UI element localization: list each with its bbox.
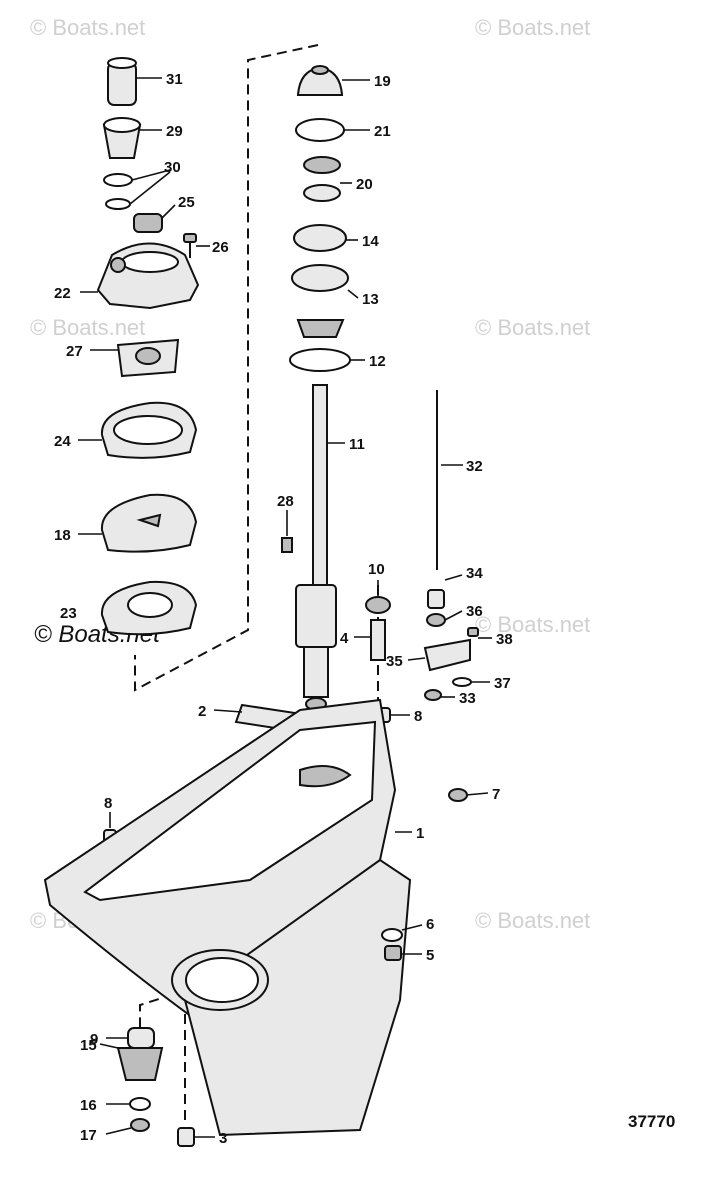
part-34-coupler bbox=[427, 589, 445, 609]
part-1-gear-housing bbox=[43, 698, 412, 1137]
part-5-drain-screw bbox=[384, 945, 402, 961]
callout-6: 6 bbox=[426, 916, 434, 933]
callout-5: 5 bbox=[426, 947, 434, 964]
watermark-bottom-right: © Boats.net bbox=[475, 908, 590, 933]
watermark-lower-right: © Boats.net bbox=[475, 612, 590, 637]
part-27-impeller bbox=[116, 338, 180, 378]
callout-1: 1 bbox=[416, 825, 424, 842]
callout-38: 38 bbox=[496, 631, 513, 648]
callout-7: 7 bbox=[492, 786, 500, 803]
callout-29: 29 bbox=[166, 123, 183, 140]
part-37-e-clip bbox=[452, 677, 472, 687]
callout-25: 25 bbox=[178, 194, 195, 211]
part-19-bearing-cup bbox=[296, 65, 344, 96]
part-20-bearing bbox=[303, 156, 341, 202]
part-35-coupler-block bbox=[423, 638, 471, 672]
callout-4: 4 bbox=[340, 630, 349, 647]
callout-20: 20 bbox=[356, 176, 373, 193]
part-9-bearing bbox=[127, 1027, 155, 1049]
callout-24: 24 bbox=[54, 433, 71, 450]
part-18-face-plate bbox=[100, 493, 198, 553]
part-14-retainer bbox=[293, 224, 347, 252]
callout-19: 19 bbox=[374, 73, 391, 90]
callout-12: 12 bbox=[369, 353, 386, 370]
part-31-sleeve bbox=[107, 57, 137, 106]
part-4-shift-shaft bbox=[370, 619, 386, 661]
callout-23: 23 bbox=[60, 605, 77, 622]
watermark-mid-right: © Boats.net bbox=[475, 315, 590, 340]
leader-lines bbox=[78, 77, 492, 1138]
callout-35: 35 bbox=[386, 653, 403, 670]
callout-21: 21 bbox=[374, 123, 391, 140]
part-38-screw bbox=[467, 627, 479, 637]
callout-33: 33 bbox=[459, 690, 476, 707]
callout-9: 9 bbox=[90, 1031, 98, 1048]
callout-10: 10 bbox=[368, 561, 385, 578]
callout-8-right: 8 bbox=[414, 708, 422, 725]
callout-37: 37 bbox=[494, 675, 511, 692]
watermark-mid-left: © Boats.net bbox=[30, 315, 145, 340]
callout-3: 3 bbox=[219, 1130, 227, 1147]
callout-18: 18 bbox=[54, 527, 71, 544]
part-16-washer bbox=[129, 1097, 151, 1111]
part-29-liner bbox=[102, 117, 142, 159]
part-13-bearing-race bbox=[291, 264, 349, 338]
part-26-screw bbox=[183, 233, 197, 258]
callout-15: 15 bbox=[80, 1037, 97, 1054]
part-25-seal bbox=[133, 213, 163, 233]
part-28-key bbox=[281, 537, 293, 553]
part-7-plug bbox=[448, 788, 468, 802]
part-24-gasket bbox=[100, 401, 198, 459]
callout-26: 26 bbox=[212, 239, 229, 256]
callout-22: 22 bbox=[54, 285, 71, 302]
part-17-nut bbox=[130, 1118, 150, 1132]
callouts: 31 29 30 25 26 22 27 24 18 23 19 21 20 1… bbox=[54, 71, 513, 1147]
watermark-top-right: © Boats.net bbox=[475, 15, 590, 40]
callout-16: 16 bbox=[80, 1097, 97, 1114]
part-21-ring bbox=[295, 118, 345, 142]
part-15-pinion-gear bbox=[116, 1047, 164, 1081]
callout-13: 13 bbox=[362, 291, 379, 308]
part-23-gasket bbox=[100, 580, 198, 636]
callout-31: 31 bbox=[166, 71, 183, 88]
part-33-washer bbox=[424, 689, 442, 701]
callout-32: 32 bbox=[466, 458, 483, 475]
part-3-screw bbox=[177, 1127, 195, 1147]
part-36-nut bbox=[426, 613, 446, 627]
part-22-pump-housing bbox=[96, 242, 200, 310]
diagram-number: 37770 bbox=[628, 1112, 675, 1131]
callout-34: 34 bbox=[466, 565, 483, 582]
callout-27: 27 bbox=[66, 343, 83, 360]
callout-36: 36 bbox=[466, 603, 483, 620]
callout-28: 28 bbox=[277, 493, 294, 510]
part-12-shim bbox=[289, 348, 351, 372]
watermark-top-left: © Boats.net bbox=[30, 15, 145, 40]
part-10-nut bbox=[365, 596, 391, 614]
callout-30: 30 bbox=[164, 159, 181, 176]
part-11-drive-shaft bbox=[295, 384, 337, 711]
callout-8-left: 8 bbox=[104, 795, 112, 812]
callout-17: 17 bbox=[80, 1127, 97, 1144]
callout-2: 2 bbox=[198, 703, 206, 720]
callout-14: 14 bbox=[362, 233, 379, 250]
part-6-washer bbox=[381, 928, 403, 942]
part-30-o-rings bbox=[103, 173, 133, 210]
callout-11: 11 bbox=[349, 436, 365, 453]
